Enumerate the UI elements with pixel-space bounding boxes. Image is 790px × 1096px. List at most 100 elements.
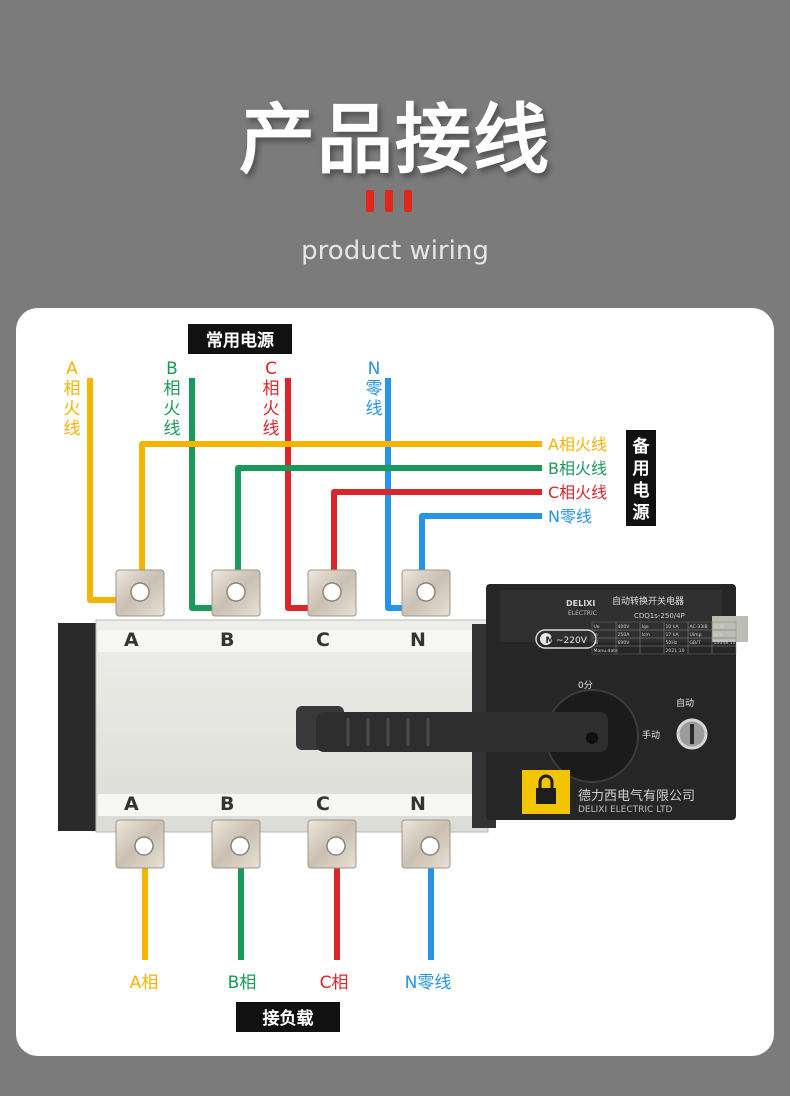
spec-cell-text: Uimp bbox=[690, 632, 702, 638]
spec-cell-text: 250A bbox=[618, 632, 631, 638]
page-header: 产品接线 product wiring bbox=[0, 0, 790, 305]
backup-wire-label-B: B相火线 bbox=[548, 459, 607, 478]
terminal-letter-top-C: C bbox=[316, 629, 330, 651]
backup-wire-group: A相火线 B相火线 C相火线 N零线 bbox=[139, 435, 607, 578]
mode-auto-label: 自动 bbox=[676, 697, 694, 709]
voltage-badge bbox=[535, 629, 597, 649]
backup-wire-C bbox=[331, 489, 542, 578]
main-wire-label-C: C bbox=[265, 359, 277, 379]
terminal-letter-bottom-B: B bbox=[220, 793, 234, 815]
main-wire-label-A: 相 bbox=[64, 379, 81, 399]
backup-source-label-char-1: 备 bbox=[632, 436, 651, 457]
backup-wire-label-C: C相火线 bbox=[548, 483, 607, 502]
divider-dot bbox=[385, 190, 393, 212]
main-wire-label-N: 线 bbox=[366, 399, 383, 419]
bottom-terminal-hole bbox=[326, 836, 346, 856]
top-terminal-hole bbox=[416, 582, 436, 602]
backup-wire-B bbox=[235, 465, 542, 578]
spec-cell-text: Ue bbox=[594, 624, 600, 630]
spec-cell-text: GB/T bbox=[690, 640, 701, 646]
spec-cell-text: AC-33iB bbox=[690, 624, 708, 630]
mode-manual-label: 手动 bbox=[642, 729, 660, 741]
backup-source-label-char-3: 电 bbox=[633, 480, 650, 501]
spec-cell-text: 8kV bbox=[714, 632, 724, 638]
terminal-letter-bottom-A: A bbox=[124, 793, 139, 815]
spec-table: Ue 400V Iqe 10 kA AC-33iB PC级 Ie 250A Icm 17 kA Ui… bbox=[591, 621, 737, 655]
load-wire-label-B: B相 bbox=[228, 973, 257, 993]
voltage-text: ~220V bbox=[556, 636, 588, 646]
backup-wire-label-N: N零线 bbox=[548, 507, 592, 526]
company-name-en: DELIXI ELECTRIC LTD bbox=[578, 805, 672, 815]
top-terminal-hole bbox=[226, 582, 246, 602]
padlock-icon bbox=[536, 774, 556, 804]
spec-cell-text: 2021.10 bbox=[666, 648, 685, 654]
body-top-strip bbox=[98, 630, 486, 652]
position-off-label: 0分 bbox=[578, 680, 593, 691]
spec-cell-text: 17 kA bbox=[666, 632, 680, 638]
spec-cell-text: 10 kA bbox=[666, 624, 680, 630]
page-title: 产品接线 bbox=[239, 95, 551, 184]
controller-top-panel bbox=[500, 590, 722, 642]
spec-cell-text: 400V bbox=[618, 624, 631, 630]
backup-wire-N bbox=[419, 513, 542, 578]
main-wire-label-B: 线 bbox=[164, 419, 181, 439]
spec-cell-text: Ie bbox=[594, 632, 598, 638]
main-wire-label-A: A bbox=[66, 359, 78, 379]
load-label-box bbox=[236, 1002, 340, 1032]
handle-pivot bbox=[586, 732, 598, 744]
terminal-letter-bottom-C: C bbox=[316, 793, 330, 815]
top-terminal-hole bbox=[130, 582, 150, 602]
spec-cell-text: PC级 bbox=[714, 623, 725, 630]
main-wire-label-N: 零 bbox=[366, 379, 383, 399]
product-name: 自动转换开关电器 bbox=[612, 595, 684, 607]
bottom-wire-group: A相 B相 C相 N零线 bbox=[130, 860, 452, 993]
divider-dot bbox=[404, 190, 412, 212]
handle-assembly[interactable] bbox=[296, 689, 639, 783]
terminal-group: A A B B C C N N bbox=[115, 569, 451, 869]
spec-cell bbox=[711, 645, 737, 655]
motor-symbol: M bbox=[546, 636, 555, 646]
load-wire-label-N: N零线 bbox=[405, 973, 452, 993]
main-wire-label-N: N bbox=[368, 359, 381, 379]
backup-source-label-char-2: 用 bbox=[633, 459, 650, 479]
main-wire-label-C: 线 bbox=[263, 419, 280, 439]
company-name-cn: 德力西电气有限公司 bbox=[578, 788, 695, 804]
terminal-letter-bottom-N: N bbox=[410, 793, 426, 815]
side-clip bbox=[712, 616, 748, 642]
bottom-terminal-hole bbox=[420, 836, 440, 856]
load-wire-label-C: C相 bbox=[320, 973, 349, 993]
spec-cell-text: 690V bbox=[618, 640, 631, 646]
main-wire-label-B: B bbox=[166, 359, 178, 379]
spec-cell-text: 50Hz bbox=[666, 640, 678, 646]
main-source-label-box bbox=[188, 324, 292, 354]
terminal-letter-top-N: N bbox=[410, 629, 426, 651]
divider-dot bbox=[366, 190, 374, 212]
spec-cell-text: 14048.11 bbox=[714, 640, 736, 646]
load-wire-label-A: A相 bbox=[130, 973, 159, 993]
bottom-terminal-hole bbox=[134, 836, 154, 856]
spec-cell-text: Iqe bbox=[642, 624, 649, 630]
key-slot bbox=[690, 724, 694, 744]
load-label: 接负载 bbox=[263, 1008, 314, 1029]
terminal-letter-top-B: B bbox=[220, 629, 234, 651]
spec-cell-text: Ui bbox=[594, 640, 599, 646]
main-wire-A bbox=[87, 378, 120, 603]
brand-sub: ELECTRIC bbox=[568, 610, 597, 617]
body-bottom-strip bbox=[98, 794, 486, 816]
rotary-handle[interactable] bbox=[316, 712, 608, 752]
main-source-label: 常用电源 bbox=[206, 330, 274, 351]
terminal-letter-top-A: A bbox=[124, 629, 139, 651]
model-number: CDQ1s-250/4P bbox=[634, 612, 685, 620]
main-wire-label-C: 相 bbox=[263, 379, 280, 399]
main-wire-C bbox=[285, 378, 316, 611]
brand-logo: DELIXI bbox=[566, 599, 595, 608]
backup-wire-label-A: A相火线 bbox=[548, 435, 607, 454]
backup-wire-A bbox=[139, 441, 542, 578]
main-wire-label-B: 相 bbox=[164, 379, 181, 399]
title-divider-dots bbox=[366, 190, 412, 212]
top-terminal-hole bbox=[322, 582, 342, 602]
spec-cell-text: Icm bbox=[642, 632, 651, 638]
main-wire-label-A: 线 bbox=[64, 419, 81, 439]
